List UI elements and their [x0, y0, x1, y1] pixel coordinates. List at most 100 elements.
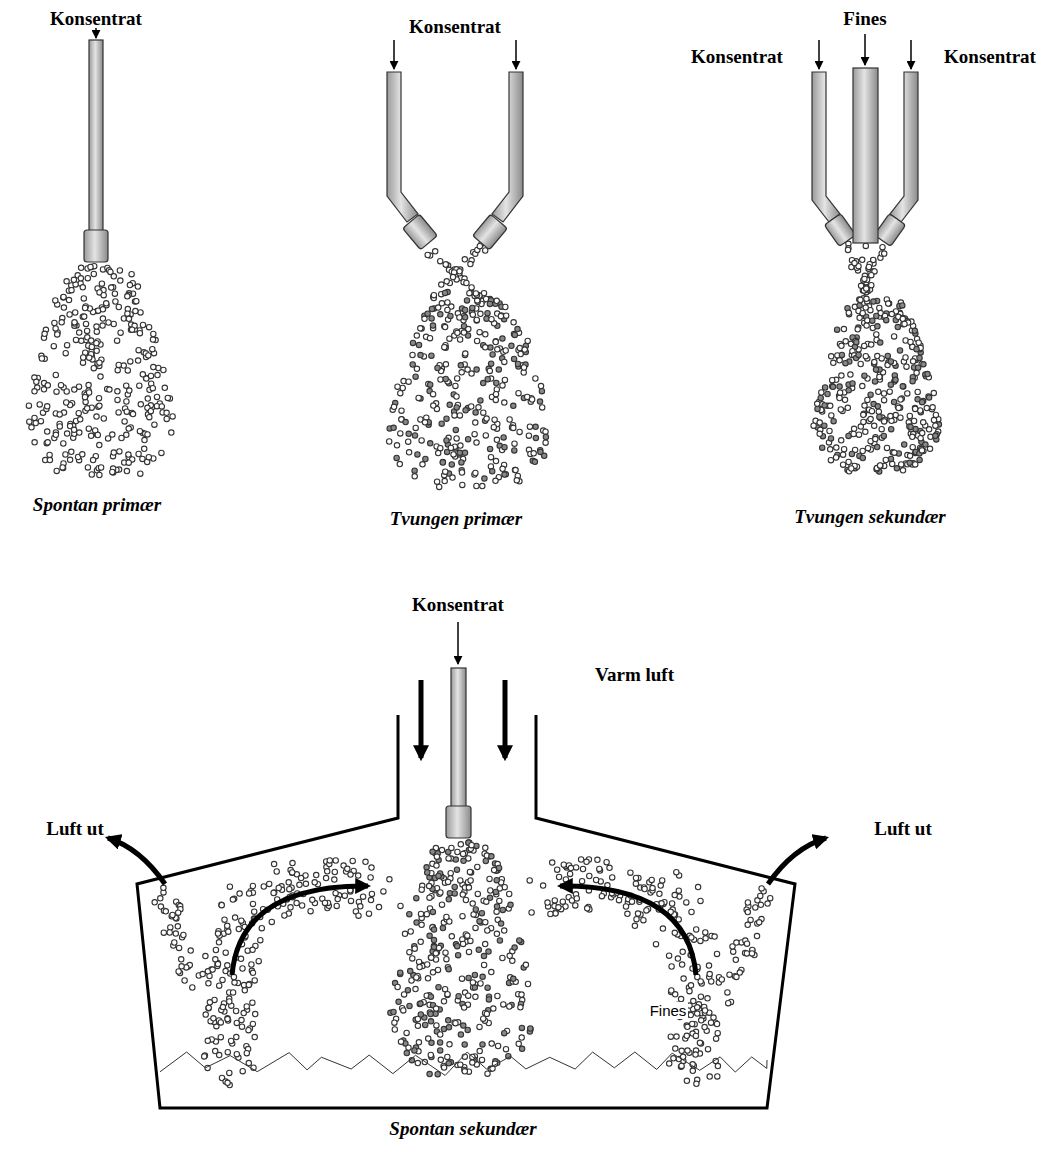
particle [117, 268, 122, 273]
particle [869, 273, 874, 278]
particle [86, 382, 91, 387]
particle [241, 1010, 246, 1015]
particle [435, 1072, 440, 1077]
particle [161, 367, 166, 372]
particle [369, 865, 374, 870]
particle [246, 891, 251, 896]
particle [258, 938, 263, 943]
particle [502, 472, 507, 477]
particle [695, 884, 700, 889]
particle [431, 403, 436, 408]
particle [887, 389, 892, 394]
particle [469, 285, 474, 290]
particle [85, 276, 90, 281]
particle [443, 362, 448, 367]
particle [567, 871, 572, 876]
particle [874, 313, 879, 318]
particle [81, 355, 86, 360]
particle [455, 849, 460, 854]
particle [460, 482, 465, 487]
particle [406, 1045, 411, 1050]
particle [368, 875, 373, 880]
particle [398, 903, 403, 908]
particle [415, 452, 420, 457]
particle [681, 976, 686, 981]
particle [410, 362, 415, 367]
particle [213, 947, 218, 952]
particle [401, 992, 406, 997]
particle [898, 415, 903, 420]
particle [445, 992, 450, 997]
particle [900, 468, 905, 473]
particle [118, 278, 123, 283]
particle [517, 429, 522, 434]
particle [587, 873, 592, 878]
particle [428, 994, 433, 999]
particle [250, 883, 255, 888]
particle [81, 296, 86, 301]
particle [838, 407, 843, 412]
particle [444, 262, 449, 267]
particle [568, 865, 573, 870]
particle [234, 1034, 239, 1039]
particle [73, 310, 78, 315]
particle [168, 925, 173, 930]
particle [423, 456, 428, 461]
particle [860, 257, 865, 262]
particle [454, 405, 459, 410]
particle [515, 326, 520, 331]
particle [719, 977, 724, 982]
particle [181, 932, 186, 937]
particle [684, 1078, 689, 1083]
particle [698, 938, 703, 943]
particle [391, 425, 396, 430]
particle [477, 1048, 482, 1053]
particle [482, 476, 487, 481]
particle [466, 885, 471, 890]
particle [173, 931, 178, 936]
particle [176, 910, 181, 915]
particle [398, 431, 403, 436]
particle [511, 331, 516, 336]
particle [443, 376, 448, 381]
particle [412, 433, 417, 438]
particle [356, 873, 361, 878]
particle [453, 383, 458, 388]
particle [80, 452, 85, 457]
particle [484, 416, 489, 421]
particle [856, 352, 861, 357]
particle [64, 343, 69, 348]
particle [563, 877, 568, 882]
particle [818, 395, 823, 400]
particle [910, 359, 915, 364]
particle [694, 1081, 699, 1086]
particle [376, 904, 381, 909]
particle [874, 332, 879, 337]
particle [819, 390, 824, 395]
particle [232, 915, 237, 920]
particle [533, 376, 538, 381]
particle [839, 352, 844, 357]
particle [32, 415, 37, 420]
particle [864, 323, 869, 328]
particle [106, 320, 111, 325]
particle [896, 405, 901, 410]
particle [512, 448, 517, 453]
particle [840, 462, 845, 467]
particle [870, 318, 875, 323]
particle [474, 440, 479, 445]
particle [426, 1036, 431, 1041]
particle [415, 1023, 420, 1028]
particle [47, 452, 52, 457]
particle [913, 462, 918, 467]
particle [433, 249, 438, 254]
particle [202, 1054, 207, 1059]
particle [358, 904, 363, 909]
particle [705, 1047, 710, 1052]
particle [452, 891, 457, 896]
particle [679, 1063, 684, 1068]
particle [59, 320, 64, 325]
particle [745, 909, 750, 914]
particle [862, 403, 867, 408]
particle [519, 1046, 524, 1051]
